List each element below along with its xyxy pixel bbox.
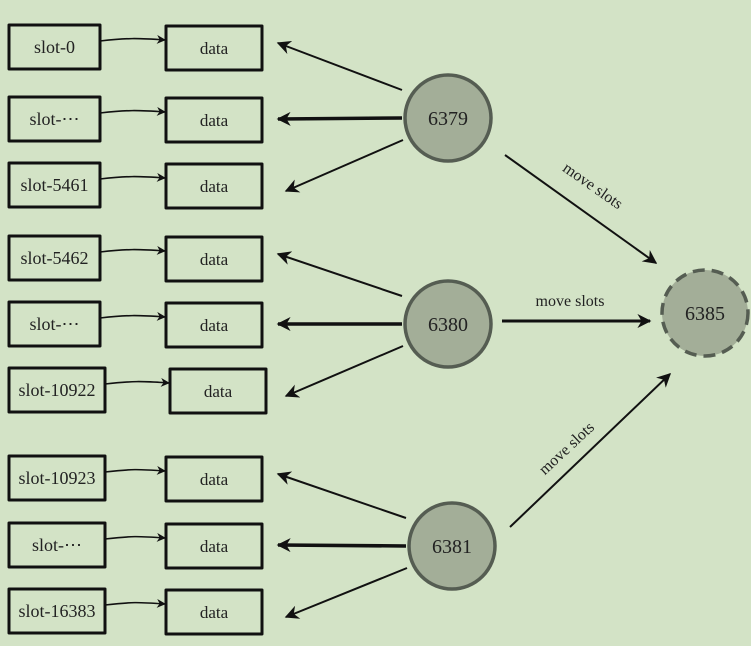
slot-label: slot-10922 [18,380,95,400]
slot-box [7,234,102,282]
slot-label: slot-⋯ [29,314,79,334]
slot-box [7,300,102,348]
slot-to-data-arrow [99,245,166,255]
data-label: data [200,111,229,130]
pointer-arrow [276,538,407,553]
redis-node-6385 [660,268,750,358]
pointer-arrow [276,251,403,297]
data-box [164,522,264,570]
slot-box [7,587,107,635]
move-slots-arrow [509,373,672,528]
redis-node-6381 [407,501,497,591]
data-box [164,235,264,283]
slot-label: slot-5461 [20,175,88,195]
slot-label: slot-5462 [20,248,88,268]
data-box [164,588,264,636]
data-label: data [200,250,229,269]
data-label: data [200,537,229,556]
slot-to-data-arrow [99,172,166,182]
slot-box [7,95,102,143]
data-label: data [200,316,229,335]
slot-to-data-arrow [99,106,166,116]
data-box [164,24,264,72]
data-box [164,162,264,210]
redis-node-6379 [403,73,493,163]
pointer-arrow [276,111,403,126]
pointer-arrow [284,345,404,398]
pointer-arrow [284,567,408,619]
move-slots-label: move slots [536,419,598,478]
slot-label: slot-16383 [18,601,95,621]
slot-label: slot-10923 [18,468,95,488]
slot-to-data-arrow [99,34,166,44]
slot-label: slot-⋯ [29,109,79,129]
slot-label: slot-0 [34,37,75,57]
slot-box [7,366,107,414]
node-label: 6380 [428,314,468,336]
target-node-label: 6385 [685,303,725,325]
data-box [168,367,268,415]
data-label: data [200,39,229,58]
redis-node-6380 [403,279,493,369]
data-box [164,455,264,503]
move-slots-arrow [504,154,658,264]
data-box [164,96,264,144]
slot-box [7,23,102,71]
data-box [164,301,264,349]
data-label: data [204,382,233,401]
move-slots-label: move slots [536,293,605,310]
slot-box [7,161,102,209]
slot-to-data-arrow [99,311,166,321]
data-label: data [200,177,229,196]
slot-to-data-arrow [104,465,166,475]
pointer-arrow [284,139,404,193]
slot-box [7,454,107,502]
slot-to-data-arrow [104,532,166,542]
pointer-arrow [276,40,403,91]
slot-to-data-arrow [104,598,166,608]
pointer-arrow [276,471,407,519]
node-label: 6381 [432,536,472,558]
move-slots-label: move slots [559,160,625,213]
node-label: 6379 [428,108,468,130]
data-label: data [200,470,229,489]
slot-label: slot-⋯ [32,535,82,555]
slot-to-data-arrow [104,377,170,387]
data-label: data [200,603,229,622]
slot-box [7,521,107,569]
